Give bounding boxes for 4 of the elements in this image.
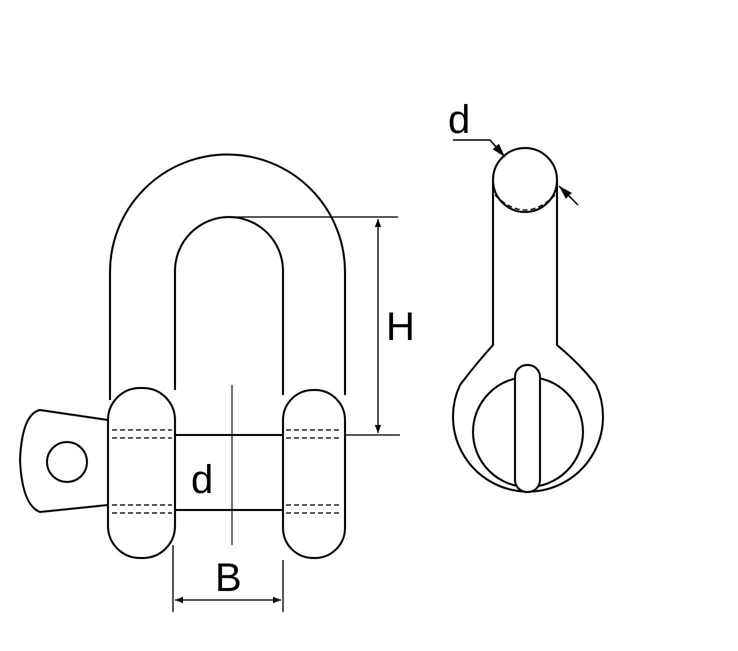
dimension-label: d xyxy=(191,460,214,500)
dimension-label: d xyxy=(448,100,470,140)
dimension-label: B xyxy=(215,558,242,598)
dimension-label: H xyxy=(386,307,415,347)
